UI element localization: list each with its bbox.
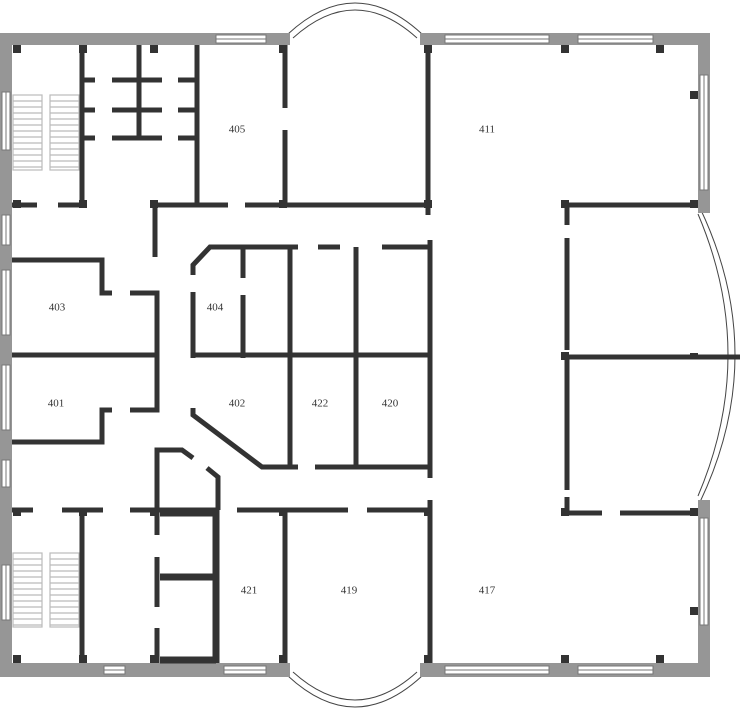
bay-window-top <box>287 2 423 39</box>
room-label-411: 411 <box>479 124 495 136</box>
room-label-402: 402 <box>229 398 246 410</box>
stair-flight <box>12 94 43 171</box>
interior-walls <box>12 45 740 664</box>
staircase-top <box>12 94 80 171</box>
room-label-405: 405 <box>229 124 246 136</box>
room-labels: 405 411 403 404 401 402 422 420 421 419 … <box>48 124 496 597</box>
room-label-404: 404 <box>207 302 224 314</box>
staircase-bottom <box>12 552 80 628</box>
room-label-420: 420 <box>382 398 399 410</box>
room-label-422: 422 <box>312 398 329 410</box>
stair-flight <box>49 552 80 628</box>
room-label-417: 417 <box>479 585 496 597</box>
stair-flight <box>12 552 43 628</box>
bay-window-bottom <box>287 671 423 708</box>
room-label-403: 403 <box>49 302 66 314</box>
room-label-421: 421 <box>241 585 258 597</box>
columns <box>13 45 698 663</box>
windows <box>1 34 709 675</box>
room-label-401: 401 <box>48 398 65 410</box>
room-label-419: 419 <box>341 585 358 597</box>
stair-flight <box>49 94 80 171</box>
